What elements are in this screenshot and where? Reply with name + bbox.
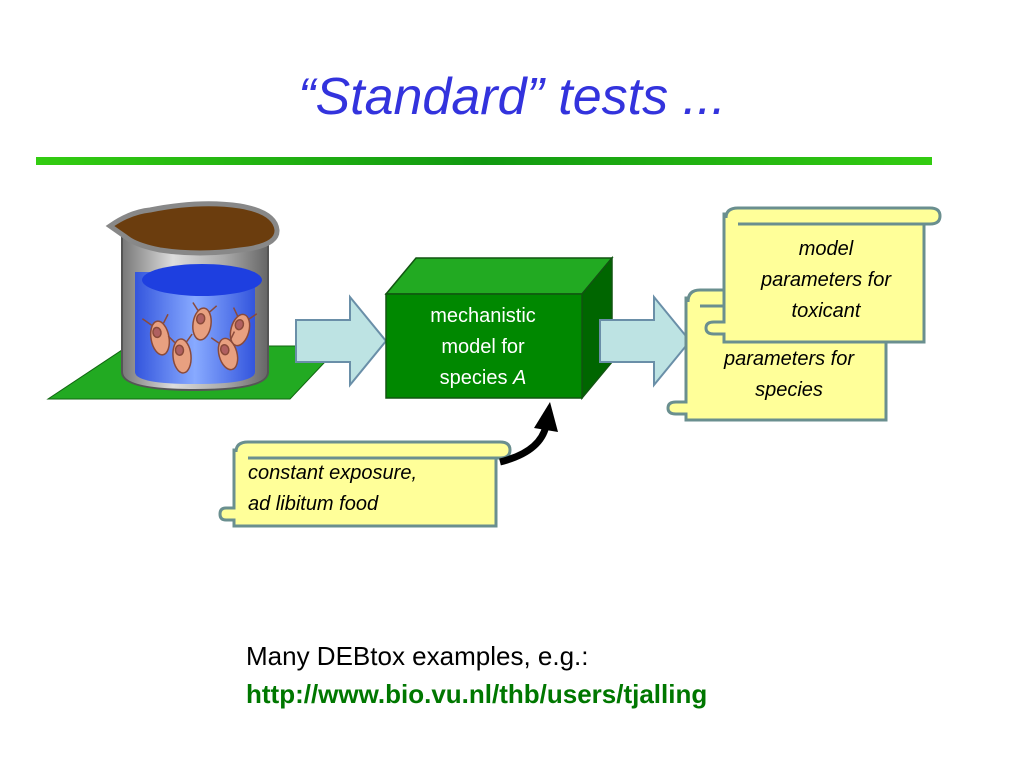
beaker-icon (105, 201, 280, 392)
scroll-icon (704, 206, 942, 344)
toxicant-scroll-line-3: toxicant (791, 300, 861, 322)
conditions-scroll-line-2: ad libitum food (248, 493, 379, 515)
toxicant-scroll-line-1: model (798, 238, 854, 260)
footnote-text: Many DEBtox examples, e.g.: (246, 641, 589, 671)
model-box-species-letter: A (513, 367, 527, 389)
model-box-line-2: model for (441, 336, 525, 358)
toxicant-scroll-line-2: parameters for (760, 269, 892, 291)
title-divider (36, 157, 932, 165)
footnote-link[interactable]: http://www.bio.vu.nl/thb/users/tjalling (246, 679, 708, 709)
block-arrow-icon (295, 294, 388, 388)
block-arrow-icon (599, 294, 692, 388)
model-box-line-1: mechanistic (430, 305, 536, 327)
model-box-label: mechanistic model for species A (392, 301, 574, 394)
toxicant-scroll-text: model parameters for toxicant (736, 234, 916, 327)
curved-arrow-icon (499, 402, 558, 466)
model-box (384, 255, 614, 401)
footnote: Many DEBtox examples, e.g.: http://www.b… (246, 637, 707, 713)
species-scroll-line-1: parameters for (723, 348, 855, 370)
conditions-scroll-text: constant exposure, ad libitum food (248, 458, 484, 520)
species-scroll-line-2: species (755, 379, 823, 401)
conditions-scroll-line-1: constant exposure, (248, 462, 417, 484)
slide-title: “Standard” tests ... (298, 68, 726, 126)
species-scroll-text: parameters for species (700, 344, 878, 406)
daphnia-icon (141, 302, 258, 374)
model-box-line-3-prefix: species (439, 367, 514, 389)
